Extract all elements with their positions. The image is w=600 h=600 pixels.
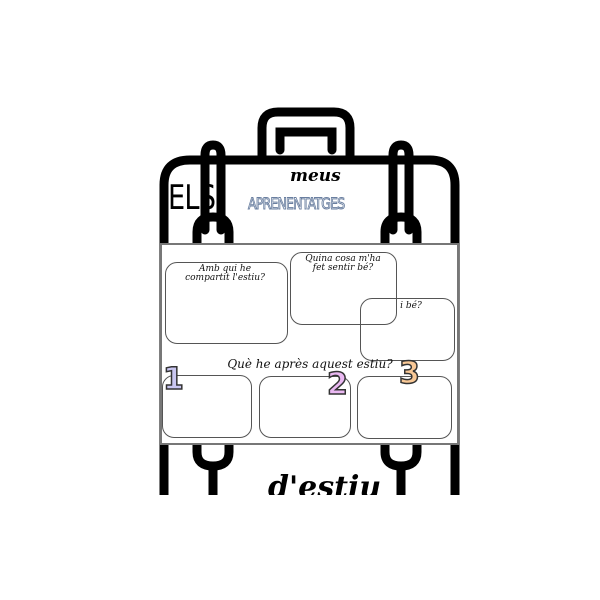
answer-box-1[interactable]	[162, 375, 252, 438]
question-main: Què he après aquest estiu?	[227, 357, 393, 371]
answer-box-2[interactable]	[259, 376, 351, 438]
title-els: ELS	[168, 178, 216, 218]
question-feel: Quina cosa m'ha fet sentir bé?	[305, 254, 381, 273]
number-3: 3	[398, 355, 420, 392]
title-meus: meus	[290, 166, 341, 186]
title-aprenentatges: APRENENTATGES	[248, 194, 346, 214]
answer-box-feel[interactable]	[290, 252, 397, 325]
question-who: Amb qui he compartit l'estiu?	[185, 264, 265, 283]
number-1: 1	[162, 361, 184, 398]
suitcase-illustration	[159, 107, 460, 495]
answer-box-who[interactable]	[165, 262, 288, 344]
number-2: 2	[326, 366, 348, 403]
worksheet-panel	[160, 243, 459, 445]
answer-box-ibe[interactable]	[360, 298, 455, 361]
question-ibe: i bé?	[400, 301, 422, 311]
title-destiu: d'estiu	[268, 470, 382, 495]
answer-box-3[interactable]	[357, 376, 452, 439]
